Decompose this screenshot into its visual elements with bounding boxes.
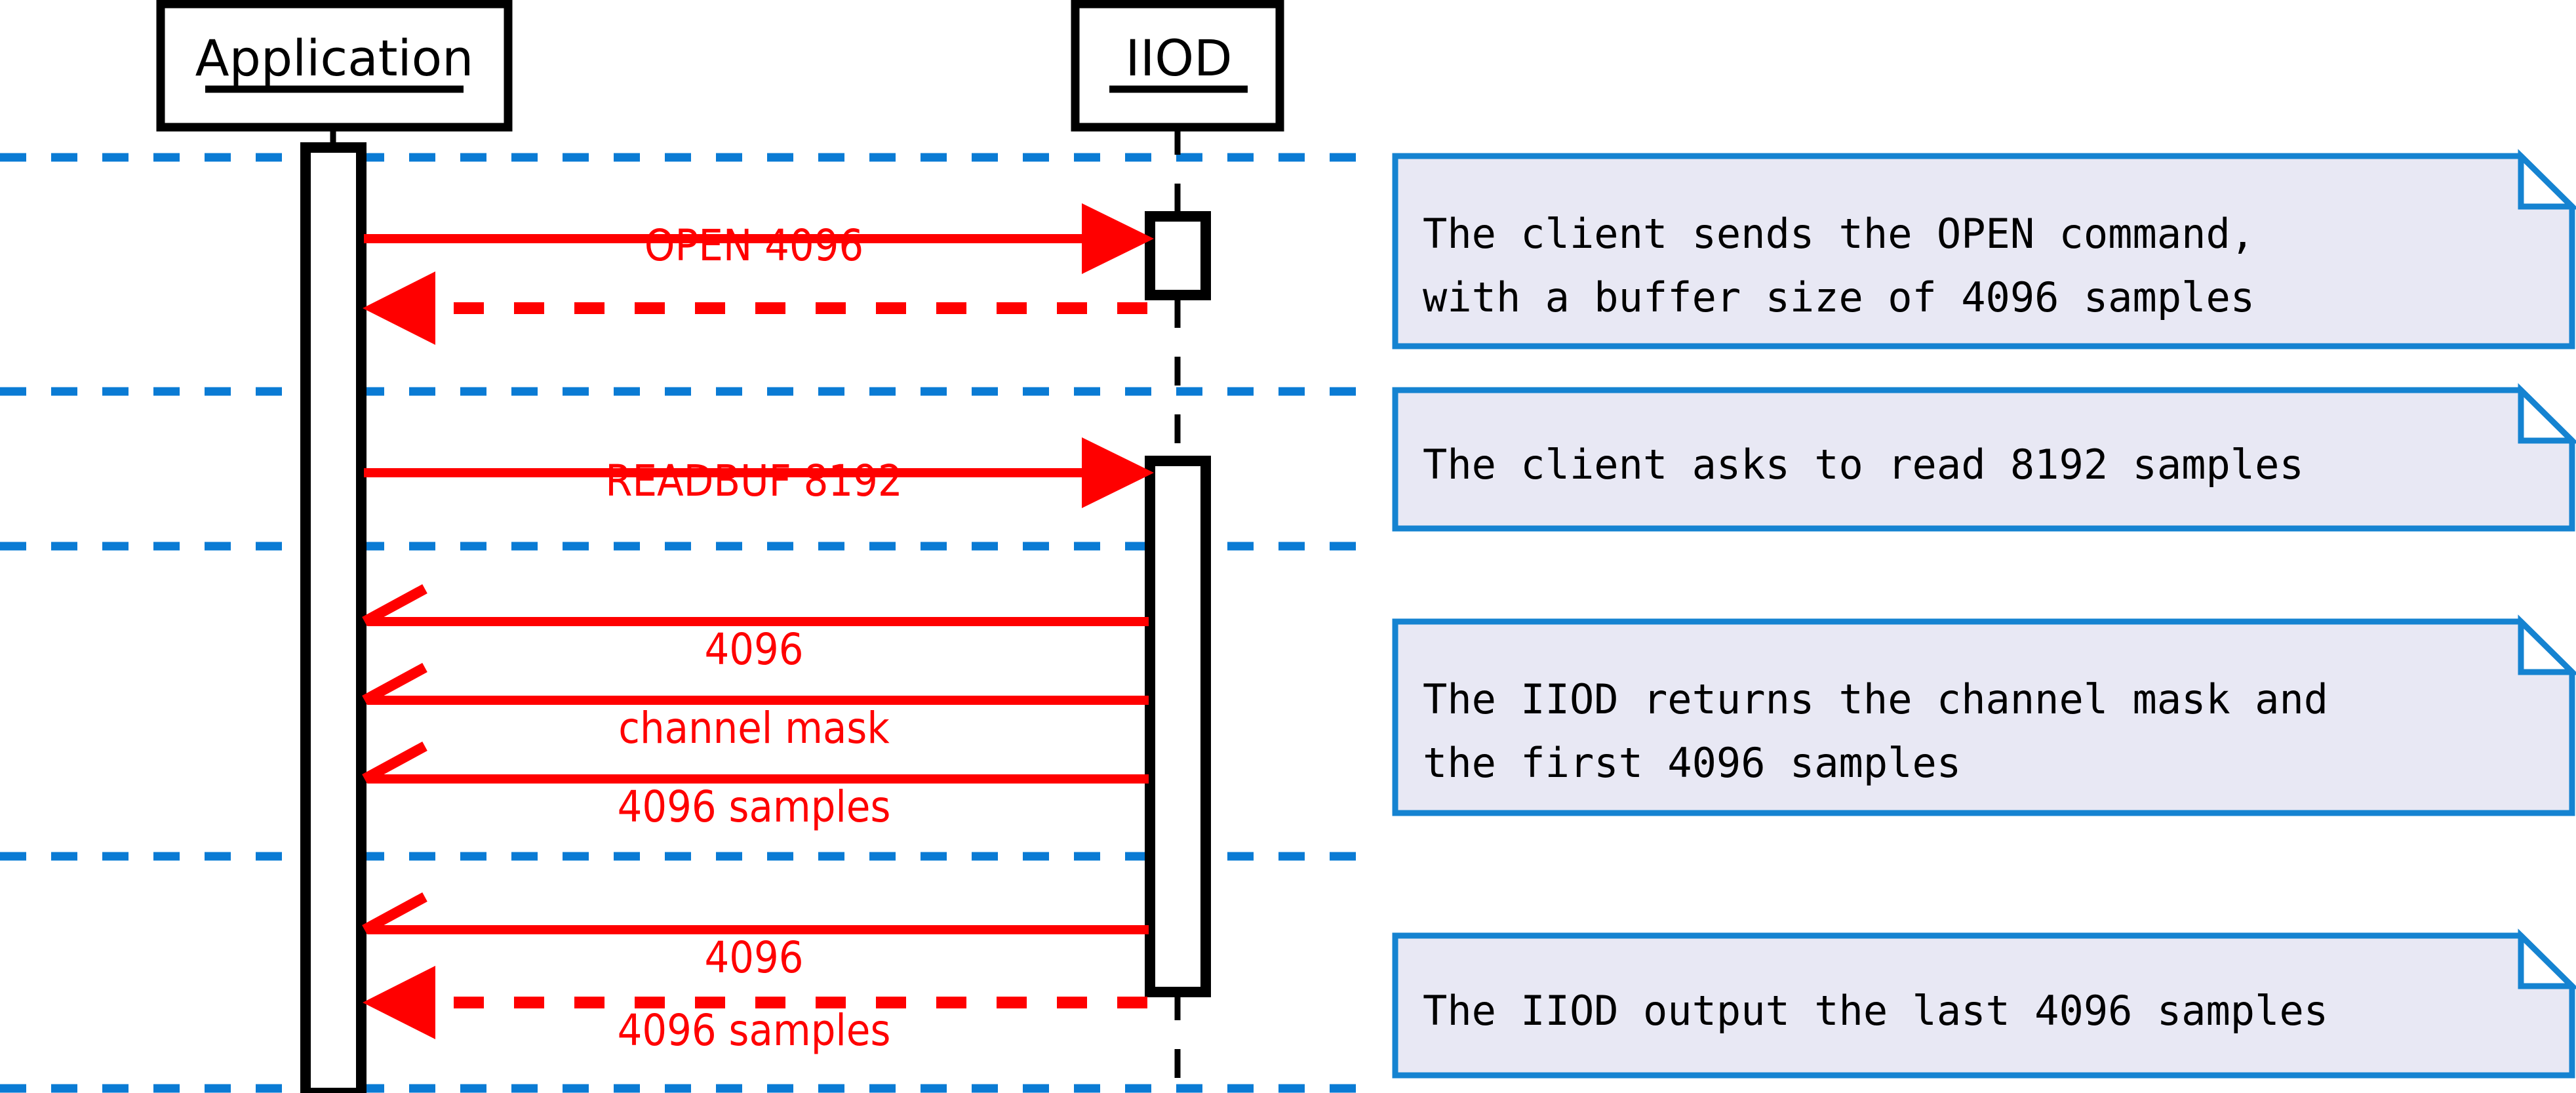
- actor-iiod-box[interactable]: [1071, 0, 1284, 132]
- message-open-arrowhead: [1082, 203, 1154, 274]
- message-readbuf-label: READBUF 8192: [605, 456, 902, 506]
- note-open-line-1: The client sends the OPEN command,: [1423, 210, 2255, 258]
- message-ret-mask-arrowhead: [362, 662, 427, 705]
- actor-application-label: Application: [195, 29, 474, 87]
- message-ret-samples-a[interactable]: 4096 samples: [362, 741, 1149, 832]
- message-ret-samples-b-label: 4096 samples: [618, 1005, 891, 1056]
- note-open-body: [1392, 153, 2575, 349]
- message-ret-mask-label: channel mask: [618, 703, 890, 753]
- message-ret-4096-b[interactable]: 4096: [362, 892, 1149, 983]
- note-return-last-line-1: The IIOD output the last 4096 samples: [1423, 987, 2328, 1035]
- message-ret-samples-a-arrowhead: [362, 741, 427, 784]
- activation-bar-application: [300, 142, 367, 1093]
- note-return-last-body: [1392, 932, 2575, 1079]
- activation-bar-iiod-open: [1145, 211, 1211, 300]
- note-return-first-fold-icon: [2518, 614, 2576, 675]
- note-return-first-line-1: The IIOD returns the channel mask and: [1423, 675, 2328, 723]
- message-readbuf-arrowhead: [1082, 437, 1154, 508]
- message-ret-4096-b-label: 4096: [704, 932, 803, 983]
- message-ret-samples-b[interactable]: 4096 samples: [363, 966, 1147, 1056]
- note-return-first-line-2: the first 4096 samples: [1423, 739, 1961, 787]
- note-return-last[interactable]: The IIOD output the last 4096 samples: [1392, 928, 2576, 1079]
- note-readbuf-fold-icon: [2518, 383, 2576, 444]
- message-ret-4096-a-arrowhead: [362, 584, 427, 627]
- message-ret-mask[interactable]: channel mask: [362, 662, 1149, 753]
- note-return-first[interactable]: The IIOD returns the channel mask and th…: [1392, 614, 2576, 816]
- message-ret-4096-b-arrowhead: [362, 892, 427, 935]
- note-readbuf-body: [1392, 387, 2575, 532]
- note-readbuf[interactable]: The client asks to read 8192 samples: [1392, 383, 2576, 532]
- actor-iiod-label: IIOD: [1125, 29, 1232, 87]
- message-ret-samples-a-label: 4096 samples: [618, 782, 891, 832]
- actor-application-box[interactable]: [156, 0, 513, 132]
- message-open-label: OPEN 4096: [644, 220, 863, 271]
- actor-iiod[interactable]: IIOD: [1071, 0, 1284, 132]
- message-open[interactable]: OPEN 4096: [364, 203, 1154, 274]
- note-open-fold-icon: [2518, 149, 2576, 210]
- activation-bar-iiod-readbuf: [1145, 456, 1211, 997]
- note-open-line-2: with a buffer size of 4096 samples: [1423, 273, 2255, 321]
- message-ret-4096-a[interactable]: 4096: [362, 584, 1149, 675]
- note-open[interactable]: The client sends the OPEN command, with …: [1392, 149, 2576, 349]
- actor-application[interactable]: Application: [156, 0, 513, 132]
- note-readbuf-line-1: The client asks to read 8192 samples: [1423, 441, 2304, 488]
- message-ret-samples-b-arrowhead: [363, 966, 435, 1039]
- note-return-last-fold-icon: [2518, 928, 2576, 989]
- message-readbuf[interactable]: READBUF 8192: [364, 437, 1154, 508]
- message-open-ack-arrowhead: [363, 271, 435, 345]
- message-ret-4096-a-label: 4096: [704, 624, 803, 675]
- message-open-ack[interactable]: [363, 271, 1147, 345]
- note-return-first-body: [1392, 618, 2575, 816]
